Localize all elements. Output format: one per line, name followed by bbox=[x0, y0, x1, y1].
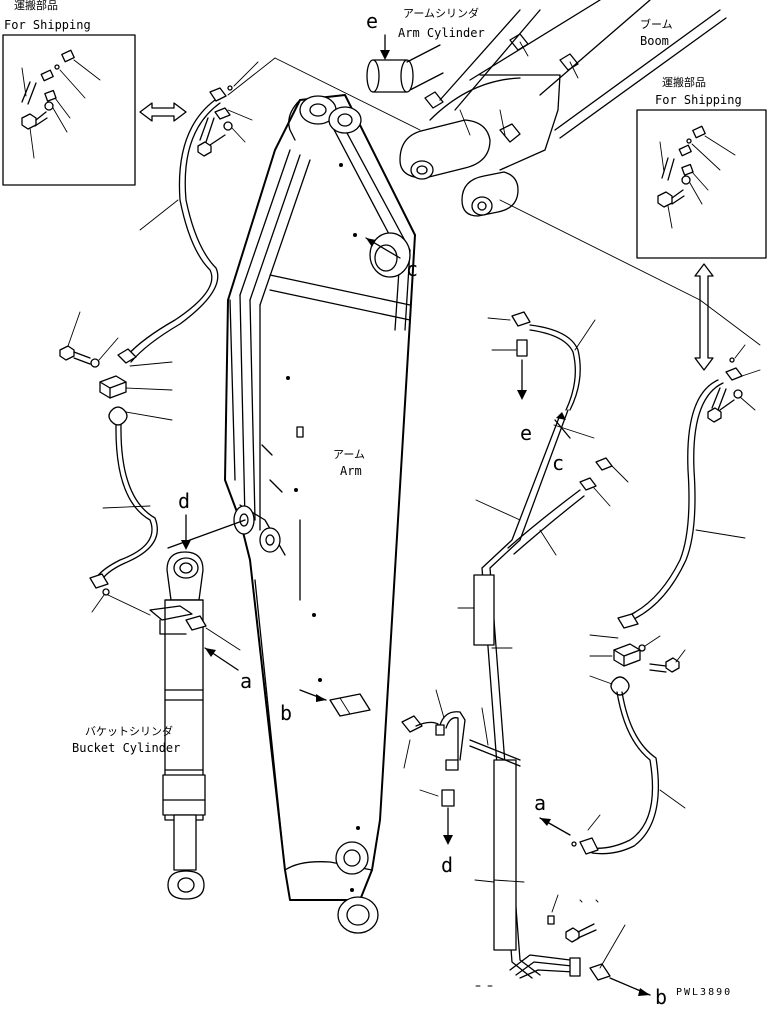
arm: アーム Arm c b bbox=[224, 94, 418, 934]
ref-letter-e-right: e bbox=[520, 421, 532, 445]
shipping-label-right-jp: 運搬部品 bbox=[662, 75, 706, 89]
ref-letter-e-top: e bbox=[366, 9, 378, 33]
ref-letter-b-bottom: b bbox=[655, 985, 667, 1009]
shipping-box-right: 運搬部品 For Shipping bbox=[636, 75, 767, 259]
shipping-box-left: 運搬部品 For Shipping bbox=[2, 0, 136, 186]
arm-label-en: Arm bbox=[340, 464, 362, 478]
ref-letter-c-arm: c bbox=[406, 257, 418, 281]
ref-letter-c-right: c bbox=[552, 451, 564, 475]
double-arrow-right bbox=[694, 263, 714, 371]
boom-label-jp: ブーム bbox=[640, 17, 673, 31]
ref-letter-a-left: a bbox=[240, 669, 252, 693]
left-hose bbox=[59, 61, 259, 616]
arm-cylinder-label-en: Arm Cylinder bbox=[398, 26, 485, 40]
drawing-code: PWL3890 bbox=[676, 987, 732, 998]
bucket-cylinder-label-jp: バケットシリンダ bbox=[85, 724, 173, 738]
bucket-cylinder-label-en: Bucket Cylinder bbox=[72, 741, 180, 755]
arm-label-jp: アーム bbox=[333, 448, 365, 461]
ref-letter-d-top: d bbox=[178, 489, 190, 513]
arm-cylinder-label-jp: アームシリンダ bbox=[403, 6, 479, 20]
arm-cylinder: アームシリンダ Arm Cylinder e bbox=[366, 6, 485, 93]
boom: ブーム Boom bbox=[399, 0, 727, 217]
shipping-label-left-en: For Shipping bbox=[4, 18, 91, 32]
shipping-label-left-jp: 運搬部品 bbox=[14, 0, 58, 12]
bucket-cylinder: d a バケットシリンダ Bucket Cylinder bbox=[72, 489, 252, 900]
right-hose: a bbox=[534, 344, 761, 855]
ref-letter-a-right: a bbox=[534, 791, 546, 815]
double-arrow-left bbox=[139, 102, 187, 122]
ref-letter-b-left: b bbox=[280, 701, 292, 725]
shipping-label-right-en: For Shipping bbox=[655, 93, 742, 107]
boom-label-en: Boom bbox=[640, 34, 669, 48]
ref-letter-d-bottom: d bbox=[441, 853, 453, 877]
right-piping: e c b bbox=[401, 311, 667, 1009]
